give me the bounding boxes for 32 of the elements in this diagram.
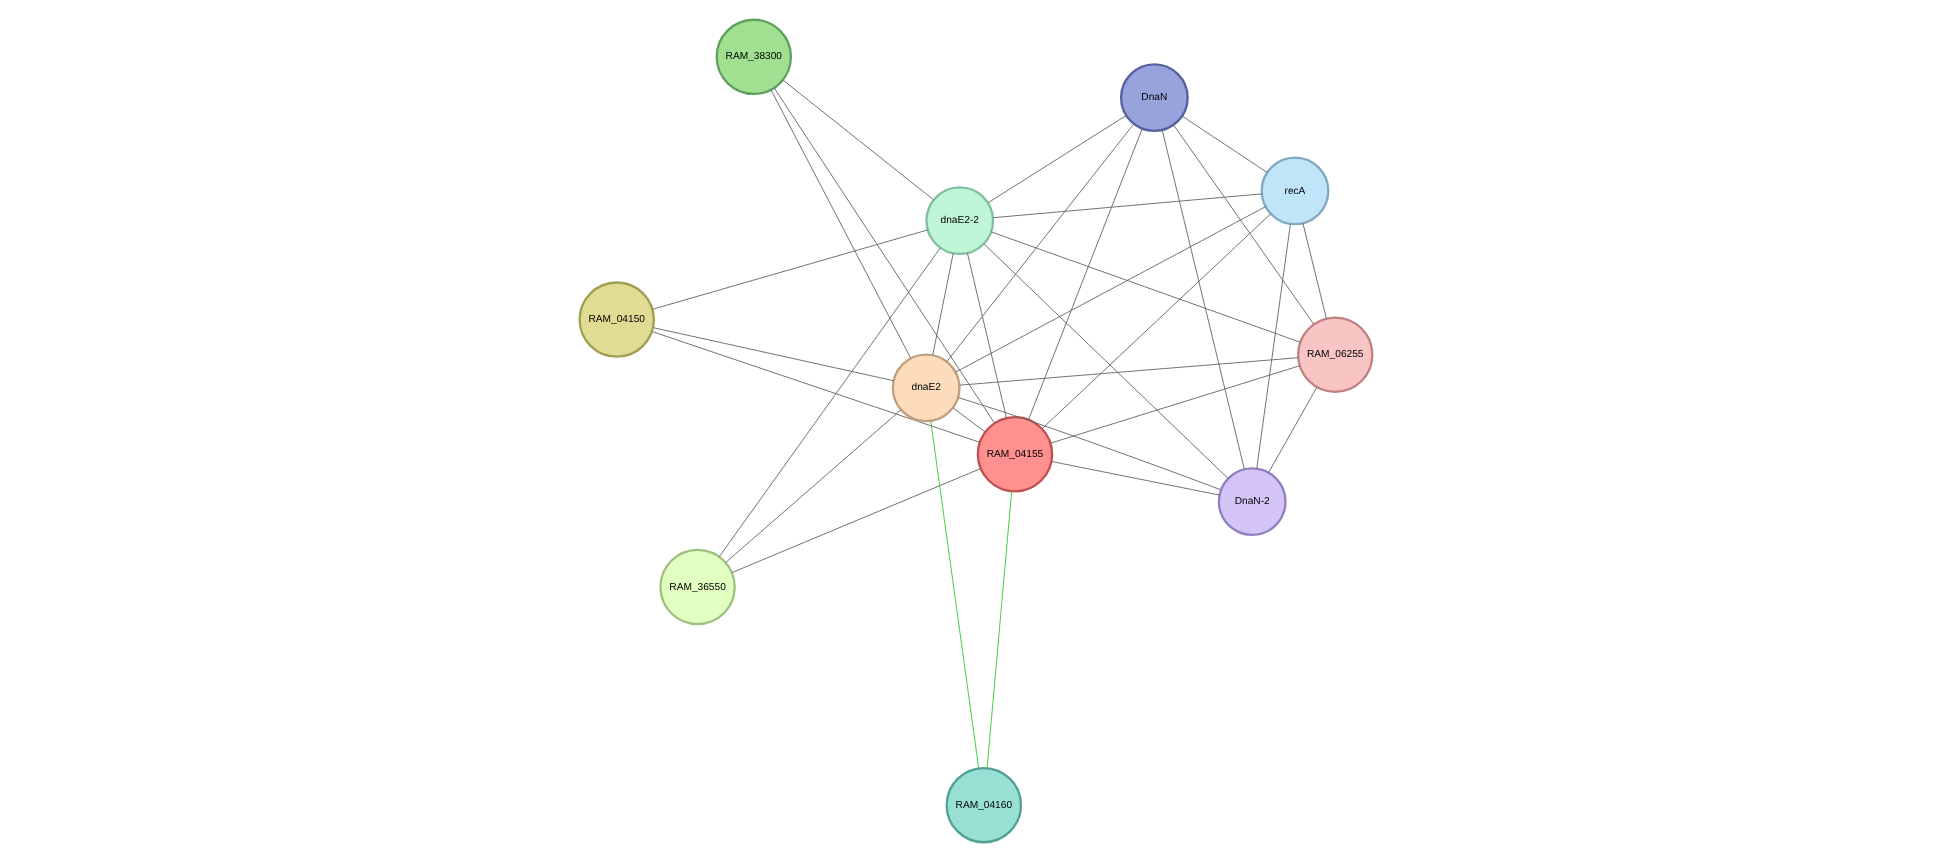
connector bbox=[1256, 223, 1291, 470]
connector bbox=[1051, 461, 1220, 496]
connector bbox=[1302, 222, 1327, 320]
connector bbox=[731, 468, 982, 574]
connector bbox=[946, 123, 1135, 363]
connector bbox=[930, 420, 980, 769]
connector bbox=[1028, 128, 1143, 421]
connector bbox=[718, 247, 941, 558]
connector bbox=[952, 407, 986, 433]
connector bbox=[1268, 386, 1318, 474]
connector bbox=[1041, 213, 1272, 429]
connector bbox=[652, 327, 895, 382]
connector bbox=[773, 87, 996, 424]
connector bbox=[957, 397, 1222, 491]
connector bbox=[1181, 115, 1268, 173]
connector bbox=[1050, 365, 1301, 444]
connector bbox=[770, 89, 912, 359]
connector bbox=[986, 490, 1013, 769]
connector bbox=[1173, 124, 1315, 325]
connector bbox=[983, 243, 1229, 479]
connector bbox=[967, 252, 1007, 419]
connector bbox=[782, 79, 934, 201]
connector bbox=[955, 206, 1266, 373]
connector bbox=[652, 229, 929, 310]
connector bbox=[990, 231, 1301, 343]
connector bbox=[959, 357, 1299, 386]
connector bbox=[651, 331, 981, 443]
connector bbox=[725, 409, 902, 564]
connector bbox=[987, 115, 1127, 204]
connector bbox=[992, 193, 1263, 219]
connector bbox=[932, 252, 954, 356]
connector bbox=[1161, 129, 1245, 470]
